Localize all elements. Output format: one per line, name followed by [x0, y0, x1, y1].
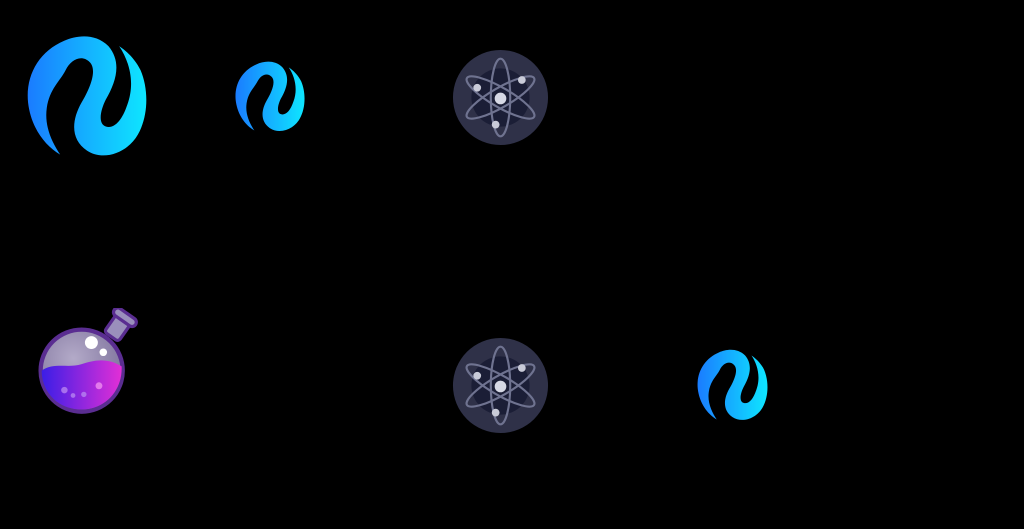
injective-logo-bottom-icon — [693, 346, 772, 425]
cosmos-atom-logo-top-icon — [452, 49, 549, 146]
cosmos-atom-logo-bottom-icon — [452, 337, 549, 434]
injective-logo-large-icon — [20, 30, 154, 164]
potion-flask-logo-icon — [32, 308, 140, 416]
injective-logo-small-icon — [231, 58, 309, 136]
